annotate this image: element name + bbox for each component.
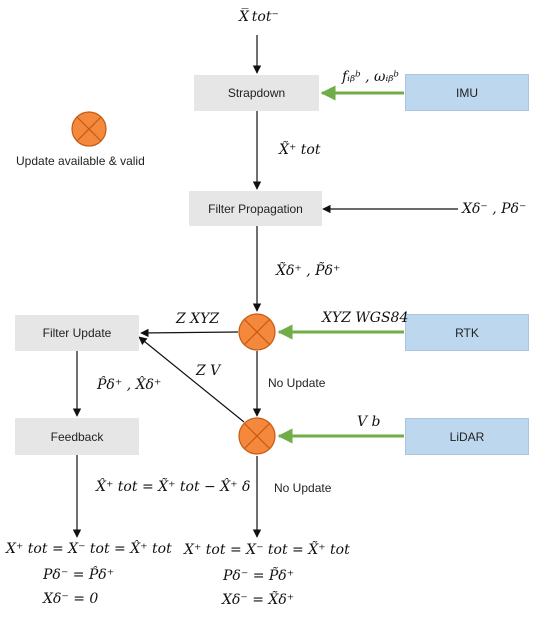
imu-box: IMU [405,74,529,111]
arrow-lidar-node-to-filter-update [138,336,245,423]
filter-propagation-label: Filter Propagation [208,201,303,216]
rtk-update-node [238,313,276,351]
lidar-box: LiDAR [405,418,529,455]
predicted-error-state-label: X̃δ⁺ , P̃δ⁺ [276,263,341,279]
z-v-label: Z V [196,363,221,379]
legend-update-node [71,111,107,147]
imu-signal-label: fᵢᵦᵇ , ωᵢᵦᵇ [342,69,399,85]
feedback-box: Feedback [15,418,139,455]
strapdown-label: Strapdown [227,86,286,100]
v-b-label: V b [357,414,381,430]
xyz-wgs84-label: XYZ WGS84 [322,310,409,326]
arrow-rtk-node-to-filter-update [140,328,239,338]
left-output-eq-3: Xδ⁻ = 0 [43,591,99,607]
updated-error-state-label: P̂δ⁺ , X̂δ⁺ [97,377,162,393]
feedback-equation: X̂⁺ tot = X̃⁺ tot − X̂⁺ δ [96,479,251,495]
filter-update-label: Filter Update [42,326,112,340]
lidar-label: LiDAR [449,429,485,444]
z-xyz-label: Z XYZ [176,311,220,327]
error-state-input-label: Xδ⁻ , Pδ⁻ [462,201,527,217]
legend-label: Update available & valid [16,154,145,168]
filter-propagation-box: Filter Propagation [189,191,322,226]
imu-label: IMU [456,85,478,100]
left-output-eq-1: X⁺ tot = X⁻ tot = X̂⁺ tot [6,541,172,557]
right-output-eq-1: X⁺ tot = X⁻ tot = X̃⁺ tot [184,542,350,558]
no-update-label-lidar: No Update [274,481,332,495]
lidar-update-node [238,417,276,455]
input-state-label: X̅ tot⁻ [239,9,279,25]
left-output-eq-2: Pδ⁻ = P̂δ⁺ [43,567,115,583]
rtk-box: RTK [405,314,529,351]
no-update-label-rtk: No Update [268,376,326,390]
right-output-eq-2: Pδ⁻ = P̃δ⁺ [223,568,295,584]
rtk-label: RTK [455,325,479,340]
propagated-state-label: X̃⁺ tot [279,142,321,158]
filter-update-box: Filter Update [15,315,139,351]
strapdown-box: Strapdown [194,75,319,111]
right-output-eq-3: Xδ⁻ = X̃δ⁺ [222,592,295,608]
feedback-label: Feedback [50,429,104,444]
